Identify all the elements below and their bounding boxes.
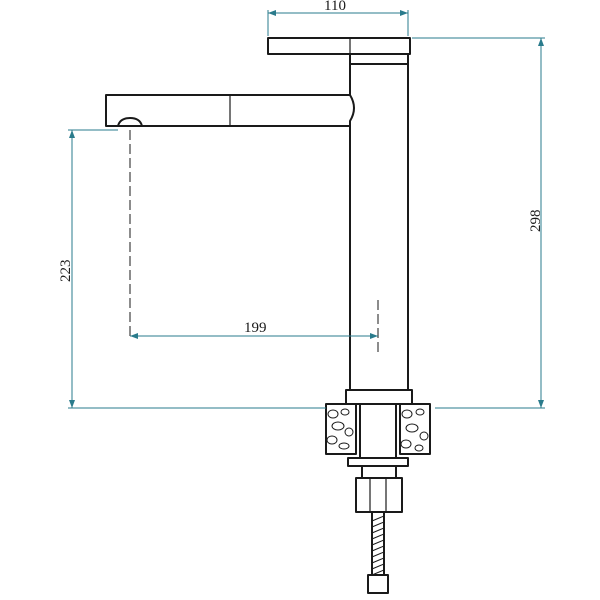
dim-223-label: 223 [58,260,74,283]
braid-hatch-line [371,539,385,546]
dimension-arrowhead [538,400,544,408]
center-lines [129,130,379,356]
dim-298-label: 298 [528,210,544,233]
aerator [117,117,143,127]
stone-texture-mark [327,409,339,419]
countertop-texture [326,408,429,452]
base-ring [345,389,413,405]
braid-hatch-line [371,557,385,564]
mounting-shank [359,403,397,459]
braid-hatch-line [371,551,385,558]
braid-hatch-line [371,533,385,540]
hose-fitting [367,574,389,594]
stone-texture-mark [340,408,350,416]
stone-texture-mark [400,439,412,449]
lock-nut [355,477,403,513]
braided-hose [371,512,385,575]
stone-texture-mark [401,409,413,419]
handle-lever [267,37,411,55]
stone-texture-mark [326,435,338,445]
stone-texture-mark [344,427,354,437]
braid-hatch-line [371,563,385,570]
mounting-block-left [325,403,357,455]
dimension-arrowhead [400,10,408,16]
lock-nut-plate [347,457,409,467]
braid-hatch-line [371,515,385,522]
braid-hatch-line [371,569,385,576]
dimension-arrowhead [268,10,276,16]
hose-braid-hatching [371,515,385,576]
braid-hatch-line [371,545,385,552]
dimension-arrowhead [370,333,378,339]
braid-hatch-line [371,527,385,534]
cartridge-cap [349,53,409,65]
upper-body [349,64,355,126]
dim-199-label: 199 [244,320,267,336]
mounting-block-right [399,403,431,455]
dim-110-label: 110 [324,0,346,14]
dimension-arrowhead [130,333,138,339]
dimension-lines [68,10,545,409]
dimension-arrowhead [538,38,544,46]
dimension-arrowhead [69,130,75,138]
braid-hatch-line [371,521,385,528]
spout [105,94,350,127]
stone-texture-mark [419,431,429,441]
faucet-outline [105,37,431,594]
dimension-arrowhead [69,400,75,408]
stone-texture-mark [331,421,345,431]
stone-texture-mark [405,423,419,433]
stone-texture-mark [415,408,425,416]
stone-texture-mark [414,444,424,452]
stone-texture-mark [338,442,350,450]
